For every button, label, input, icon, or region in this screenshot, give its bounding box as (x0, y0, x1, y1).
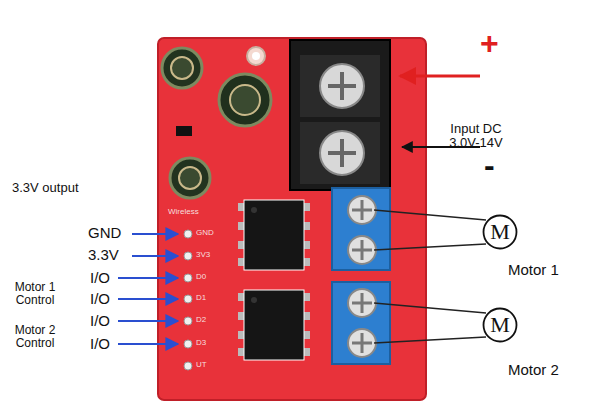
pin-name: GND (88, 225, 121, 242)
pin-name: I/O (90, 270, 110, 287)
leader-arrow (118, 234, 178, 344)
motor-symbol: M (482, 307, 518, 343)
mount-hole (247, 47, 265, 65)
silkscreen-text: D3 (196, 339, 206, 348)
pcb-board (158, 38, 426, 400)
silkscreen-text: D2 (196, 316, 206, 325)
motor-letter: M (482, 307, 518, 343)
motor-wire (374, 210, 486, 343)
input-note: Input DC 3.0V-14V (440, 122, 512, 151)
silkscreen-text: 3V3 (196, 251, 210, 260)
polarity-sign: + (480, 26, 499, 61)
silkscreen-text: Wireless (168, 208, 199, 217)
capacitor (170, 158, 210, 198)
control-note: Motor 1 Control (2, 281, 68, 307)
silkscreen-text: UT (196, 361, 207, 370)
motor-name: Motor 1 (508, 262, 559, 279)
transistor (176, 126, 192, 136)
silkscreen-text: GND (196, 229, 214, 238)
ic-chip (238, 200, 310, 270)
pin-name: I/O (90, 291, 110, 308)
output-note: 3.3V output (12, 181, 79, 195)
header-pins (184, 230, 192, 370)
motor-symbol: M (482, 214, 518, 250)
capacitor (162, 48, 202, 88)
ic-chip (238, 290, 310, 360)
pin-name: I/O (90, 313, 110, 330)
pin-name: I/O (90, 336, 110, 353)
polarity-sign: - (484, 148, 495, 183)
leader-arrow (400, 75, 480, 78)
control-note: Motor 2 Control (2, 324, 68, 350)
mount-hole (252, 52, 260, 60)
motor-letter: M (482, 214, 518, 250)
motor-terminal (332, 188, 390, 270)
silkscreen-text: D0 (196, 273, 206, 282)
silkscreen-text: D1 (196, 294, 206, 303)
pin-name: 3.3V (88, 247, 119, 264)
power-terminal (290, 40, 390, 190)
motor-name: Motor 2 (508, 362, 559, 379)
capacitor (219, 74, 271, 126)
motor-terminal (332, 282, 390, 364)
